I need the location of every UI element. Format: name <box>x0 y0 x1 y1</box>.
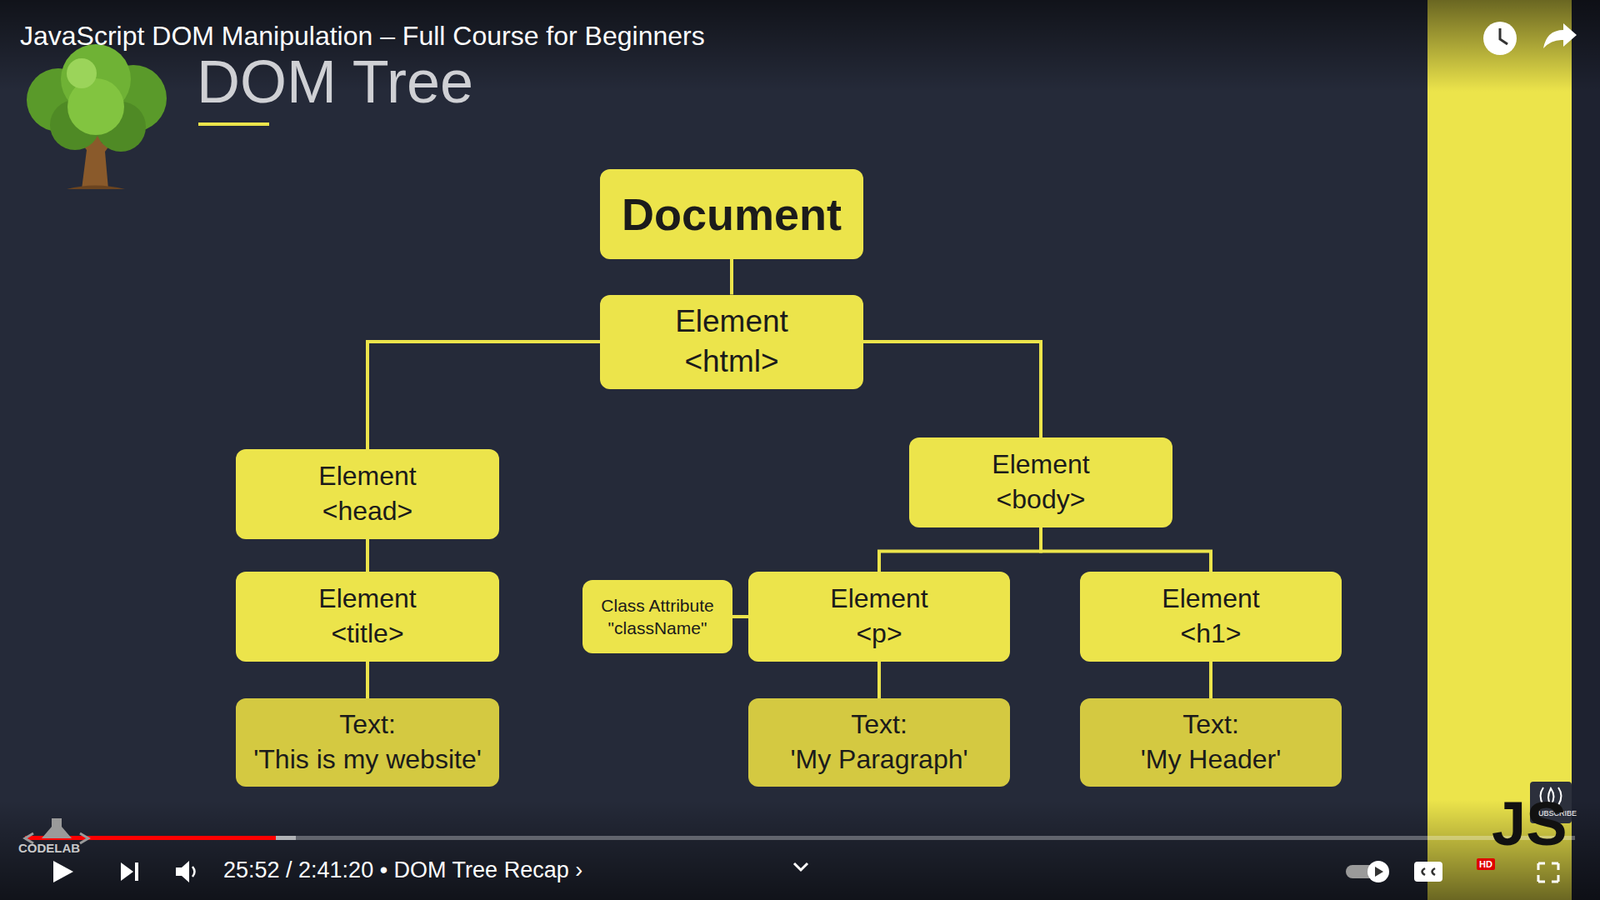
node-label: Element <html> <box>675 301 789 382</box>
channel-logo-text: CODELAB <box>18 841 80 856</box>
node-label: Text: 'My Paragraph' <box>790 707 968 777</box>
element-box: Element <h1> <box>1080 571 1342 662</box>
text-node-box: Text: 'This is my website' <box>235 698 500 787</box>
clock-icon <box>1483 21 1517 55</box>
tree-illustration <box>26 44 167 190</box>
play-icon <box>53 860 74 883</box>
captions-icon <box>1414 861 1443 882</box>
time-chapter: 25:52 / 2:41:20 • DOM Tree Recap › <box>223 858 583 884</box>
side-strip <box>1571 0 1600 900</box>
element-box: Element <p> <box>748 571 1010 662</box>
chevron-icon <box>794 863 808 870</box>
node-label: Element <h1> <box>1161 581 1260 651</box>
node-label: Element <head> <box>318 459 416 529</box>
fullscreen-icon <box>1538 863 1559 882</box>
node-label: Element <title> <box>318 581 416 651</box>
tree-connector <box>1040 527 1211 572</box>
node-label: Text: 'This is my website' <box>253 707 482 777</box>
tree-leaves <box>66 58 97 89</box>
node-label: Class Attribute "className" <box>600 594 714 640</box>
tree-connector <box>732 615 749 619</box>
share-icon <box>1543 23 1577 49</box>
node-label: Element <body> <box>991 447 1090 517</box>
side-band <box>1427 0 1572 900</box>
node-label: Document <box>621 185 842 244</box>
js-logo: JS <box>1491 790 1568 858</box>
element-box: Element <head> <box>235 449 500 540</box>
element-box: Element <html> <box>600 295 864 390</box>
tree-connector <box>365 539 370 572</box>
autoplay-toggle <box>1345 860 1390 883</box>
element-box: Element <body> <box>909 437 1173 528</box>
root-box: Document <box>600 169 864 260</box>
tree-roots <box>66 185 125 190</box>
title-underline <box>198 122 270 126</box>
progress-track <box>25 835 1575 840</box>
slide-title: DOM Tree <box>196 51 474 112</box>
tree-connector <box>367 341 600 450</box>
tree-connector <box>877 661 881 699</box>
video-title: JavaScript DOM Manipulation – Full Cours… <box>20 21 705 51</box>
codelab-logo <box>25 818 89 844</box>
bottom-shade <box>0 800 1600 900</box>
tree-connector <box>879 527 1041 572</box>
text-node-box: Text: 'My Paragraph' <box>748 698 1010 787</box>
next-icon <box>120 862 139 881</box>
node-label: Text: 'My Header' <box>1140 707 1282 777</box>
tree-connector <box>730 259 734 295</box>
tree-connector <box>1209 661 1213 699</box>
node-label: Element <p> <box>830 581 928 651</box>
tree-connector <box>365 661 370 699</box>
hd-badge: HD <box>1476 858 1495 870</box>
text-node-box: Text: 'My Header' <box>1080 698 1342 787</box>
element-box: Element <title> <box>235 571 500 662</box>
attribute-box: Class Attribute "className" <box>582 580 733 654</box>
volume-icon <box>175 860 195 883</box>
tree-connector <box>863 341 1041 438</box>
